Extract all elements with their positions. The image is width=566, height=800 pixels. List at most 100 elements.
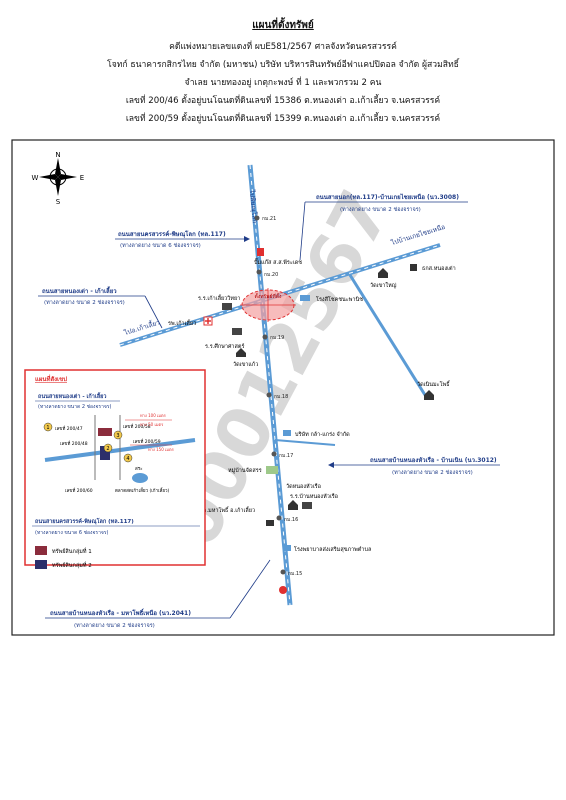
inset-dist1: ห่าง 100 เมตร [140,413,167,418]
lower-branch-road [274,439,336,446]
inset-lot2: เลขที่ 200/48 [60,440,88,447]
school1-icon [222,303,232,310]
road-3012-desc: (ทางลาดยาง ขนาด 2 ช่องจราจร) [392,469,473,476]
school1-label: ร.ร.เก้าเลี้ยววิทยา [198,294,240,302]
legend-g2: ทรัพย์สินกลุ่มที่ 2 [52,561,92,569]
gas-station-label: ปั๊มแก๊ส ส.ส.พีระเดช [254,258,302,266]
road-label-2041: ถนนสายบ้านหนองหัวเรือ - มหาโพธิ์เหนือ (น… [45,559,271,629]
hospital2-icon [283,545,291,551]
bank-icon [410,264,417,271]
road-nongtao-name: ถนนสายหนองเต่า - เก้าเลี้ยว [42,285,117,295]
company-icon [283,430,291,436]
compass-e: E [80,174,84,182]
inset-lot5: เลขที่ 200/60 [65,487,93,494]
gas-station-icon [257,248,264,256]
compass-s: S [56,198,61,206]
inset-title: แผนที่สังเขป [35,374,67,383]
inset-lot-group2 [100,446,110,460]
inset-dist2: ห่าง 50 เมตร [140,422,164,427]
legend-g1: ทรัพย์สินกลุ่มที่ 1 [52,547,92,555]
km-19: กม.19 [270,335,284,341]
temple-kaw-icon [236,348,246,353]
temple-kaw-label: วัดเขาแก้ว [233,361,258,368]
inset-lot3: เลขที่ 200/58 [123,423,151,430]
map-frame [11,139,555,636]
property-marker-label: ตั้งทรัพย์ที่ตั้ง [255,291,282,300]
km-16: กม.16 [284,517,298,523]
road-3008-name: ถนนสายนอก(ทล.117)-บ้านเกยไชยเหนือ (นว.30… [316,193,459,201]
inset-num2: 2 [106,446,109,452]
temple-sai-label: วัดเนินมะโพธิ์ [417,380,451,388]
case-line: คดีแพ่งหมายเลขแดงที่ ผบE581/2567 ศาลจังห… [169,42,397,52]
village-label: หมู่บ้านจัดสรร [228,467,262,474]
inset-lot1: เลขที่ 200/47 [55,425,83,432]
km-18: กม.18 [274,394,288,400]
road-label-nongtao: ถนนสายหนองเต่า - เก้าเลี้ยว (ทางลาดยาง ข… [38,285,163,329]
inset-frame [24,369,206,566]
inset-road-bottom-desc: (ทางลาดยาง ขนาด 6 ช่องจราจร) [35,530,109,536]
village-icon [266,466,278,474]
defendant-line: จำเลย นายทองอยู่ เกตุกะพงษ์ ที่ 1 และพวก… [184,78,382,88]
inset-num3: 3 [116,433,119,439]
main-road [247,164,293,606]
bank-label: ธกส.หนองเต่า [422,265,456,272]
road-117-desc: (ทางลาดยาง ขนาด 6 ช่องจราจร) [120,242,201,249]
km-21: กม.21 [262,216,276,222]
map-title: แผนที่ตั้งทรัพย์ [252,20,314,31]
school2-label: ร.ร.ศึกษาศาสตร์ [205,343,244,350]
hospital2-label: โรงพยาบาลส่งเสริมสุขภาพตำบล [294,545,371,553]
temple-big-icon [378,268,388,273]
road-label-3008: ถนนสายนอก(ทล.117)-บ้านเกยไชยเหนือ (นว.30… [299,193,468,261]
plaintiff-line: โจทก์ ธนาคารกสิกรไทย จำกัด (มหาชน) บริษั… [107,60,459,70]
hospital-label: รพ.เก้าเลี้ยว [168,319,196,327]
inset-road-top: ถนนสายหนองเต่า - เก้าเลี้ยว [38,391,106,400]
inset-place: ตลาดสดเก้าเลี้ยว (เก้าเลี้ยว) [115,487,169,494]
temple-sai-icon [424,390,434,395]
compass: N S W E [32,151,85,206]
inset-map: แผนที่สังเขป ถนนสายหนองเต่า - เก้าเลี้ยว… [24,369,206,569]
school2-icon [232,328,242,335]
km-20: กม.20 [264,272,278,278]
compass-arrow-icon [55,158,61,177]
inset-num1-badge [43,422,53,432]
inset-road-top-desc: (ทางลาดยาง ขนาด 2 ช่องจราจร) [38,404,112,410]
inset-road-bottom: ถนนสายนครสวรรค์-พิษณุโลก (ทล.117) [35,517,134,525]
inset-dist3: ห่าง 150 เมตร [148,447,175,452]
factory-icon [300,295,310,301]
temple-nong-label: วัดหนองหัวเรือ [286,483,321,490]
road-3008-desc: (ทางลาดยาง ขนาด 2 ช่องจราจร) [340,206,421,213]
company-label: บริษัท กล้า-แกร่ง จำกัด [295,431,350,438]
legend-g2-swatch [35,560,47,569]
property-marker: ตั้งทรัพย์ที่ตั้ง [240,288,296,322]
road-3012-name: ถนนสายบ้านหนองหัวเรือ - บ้านเนิน (นว.301… [370,456,497,464]
road-2041-desc: (ทางลาดยาง ขนาด 2 ช่องจราจร) [74,622,155,629]
inset-num1: 1 [46,425,49,431]
road-nongtao-desc: (ทางลาดยาง ขนาด 2 ช่องจราจร) [44,299,125,306]
property-line-2: เลขที่ 200/59 ตั้งอยู่บนโฉนดที่ดินเลขที่… [125,114,441,124]
landmarks: ปั๊มแก๊ส ส.ส.พีระเดช ร.ร.เก้าเลี้ยววิทยา… [168,248,456,594]
east-branch-road [348,274,427,396]
to-pisanulok-label: ไปพิษณุโลก [248,188,259,223]
road-label-3012: ถนนสายบ้านหนองหัวเรือ - บ้านเนิน (นว.301… [328,456,500,476]
pin-icon [279,586,287,594]
road-117-name: ถนนสายนครสวรรค์-พิษณุโลก (ทล.117) [118,230,226,238]
factory-label: โรงสีโชคชนะพานิช [316,295,363,303]
road-2041-name: ถนนสายบ้านหนองหัวเรือ - มหาโพธิ์เหนือ (น… [50,608,191,617]
inset-lot4: เลขที่ 200/59 [133,438,161,445]
compass-w: W [32,174,39,182]
compass-n: N [55,151,60,159]
inset-num4: 4 [126,456,129,462]
office-icon [266,520,274,526]
legend-g1-swatch [35,546,47,555]
km-17: กม.17 [279,453,293,459]
property-line-1: เลขที่ 200/46 ตั้งอยู่บนโฉนดที่ดินเลขที่… [125,96,441,106]
school3-label: ร.ร.บ้านหนองหัวเรือ [290,493,338,500]
school3-icon [302,502,312,509]
inset-pond: สระ [135,466,143,472]
km-15: กม.15 [288,571,302,577]
temple-nong-icon [288,500,298,505]
road-label-117: ถนนสายนครสวรรค์-พิษณุโลก (ทล.117) (ทางลา… [115,230,250,249]
office-label: อบต.มหาโพธิ์ อ.เก้าเลี้ยว [196,506,255,514]
km-markers: กม.21 กม.20 กม.19 กม.18 กม.17 กม.16 กม.1… [254,215,302,577]
